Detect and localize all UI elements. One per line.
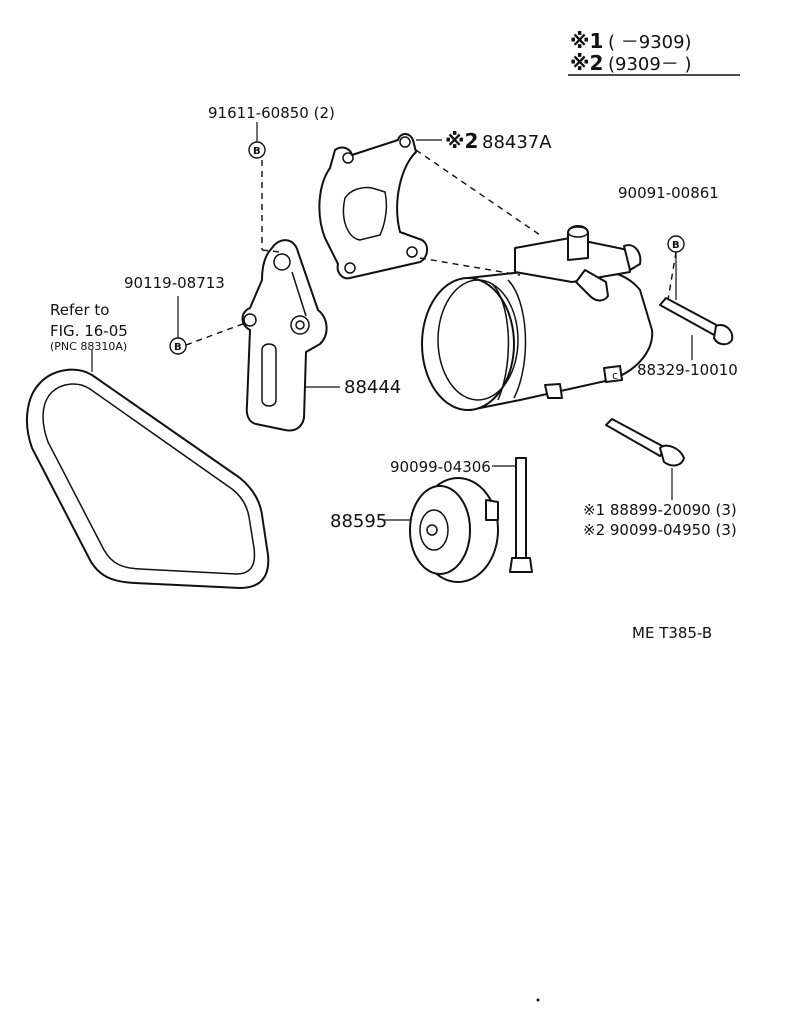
label-bolt-long: 90099-04306 — [390, 458, 491, 476]
legend-mark-1: ※1 — [570, 29, 603, 53]
label-bracket: 88437A — [482, 132, 552, 153]
label-compressor: 88329-10010 — [637, 361, 738, 379]
adjust-bracket-88444 — [241, 239, 340, 432]
svg-text:B: B — [672, 240, 680, 251]
label-adjust-bracket: 88444 — [344, 377, 401, 398]
legend-range-1: ( －9309) — [608, 32, 692, 53]
legend-range-2: (9309－ ) — [608, 54, 692, 75]
compressor-c-mark: c — [612, 369, 618, 382]
label-bolt-left: 90119-08713 — [124, 274, 225, 292]
label-bracket-mark: ※2 — [445, 129, 478, 153]
v-belt-icon — [25, 350, 270, 589]
label-figure-code: ME T385-B — [632, 624, 712, 642]
bolt-90091-00861 — [659, 252, 734, 346]
label-bolt-top: 91611-60850 (2) — [208, 104, 335, 122]
legend-mark-2: ※2 — [570, 51, 603, 75]
label-refer-line1: Refer to — [50, 301, 109, 319]
label-refer-line3: (PNC 88310A) — [50, 340, 127, 353]
scan-dot — [536, 998, 540, 1002]
label-idler-pulley: 88595 — [330, 511, 387, 532]
bolt-90099-04306 — [492, 457, 533, 573]
svg-text:B: B — [174, 342, 182, 353]
svg-text:B: B — [253, 146, 261, 157]
bolt-b-icon: B B B — [169, 122, 685, 355]
label-stud-1: ※1 88899-20090 (3) — [583, 501, 737, 519]
label-refer-line2: FIG. 16-05 — [50, 322, 128, 340]
part-labels: 91611-60850 (2) ※2 88437A 90091-00861 90… — [50, 104, 738, 642]
bracket-88437a — [318, 133, 442, 280]
pulley-icon — [384, 477, 499, 583]
stud-bolt — [605, 418, 685, 500]
label-bolt-right: 90091-00861 — [618, 184, 719, 202]
compressor-icon: c — [421, 225, 693, 411]
label-stud-2: ※2 90099-04950 (3) — [583, 521, 737, 539]
assembly-lines — [185, 149, 677, 346]
date-legend: ※1 ( －9309) ※2 (9309－ ) — [568, 29, 740, 76]
